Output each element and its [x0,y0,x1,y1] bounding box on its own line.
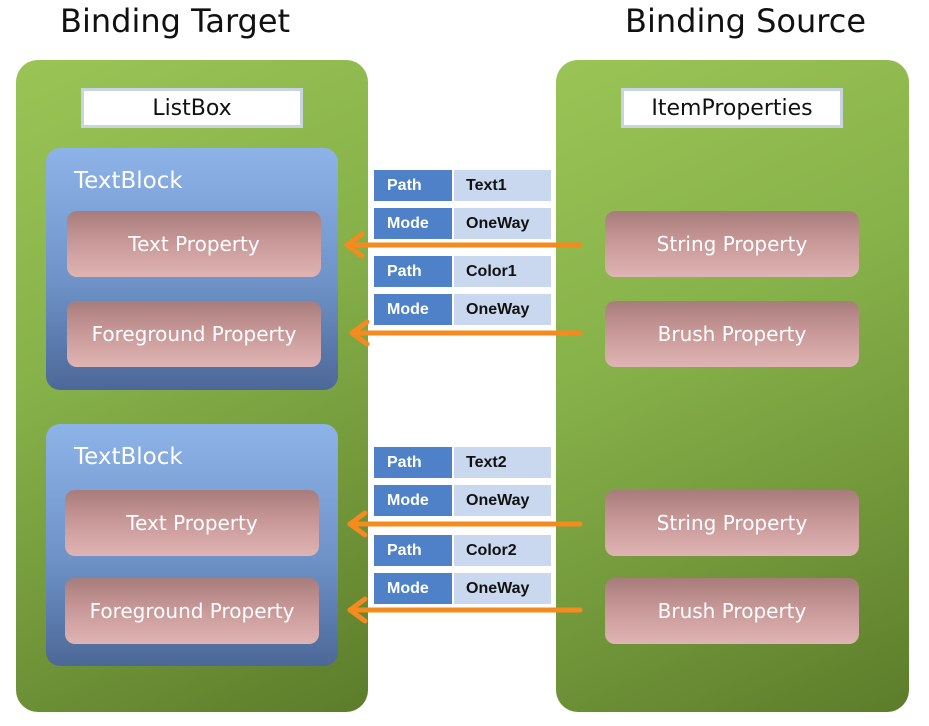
source-brush-property-1: Brush Property [605,301,859,367]
target-foreground-property-2: Foreground Property [65,578,319,644]
target-foreground-property-1: Foreground Property [67,301,321,367]
binding-mode-value: OneWay [454,208,551,239]
itemproperties-title: ItemProperties [621,88,843,128]
binding-path-label: Path [374,256,452,287]
binding-path-value: Text1 [454,170,551,201]
source-string-property-2: String Property [605,490,859,556]
binding-path-value: Color1 [454,256,551,287]
binding-mode-label: Mode [374,485,452,516]
textblock-label: TextBlock [74,444,183,470]
binding-mode-label: Mode [374,573,452,604]
binding-mode-value: OneWay [454,294,551,325]
target-text-property-1: Text Property [67,211,321,277]
binding-mode-label: Mode [374,294,452,325]
binding-target-heading: Binding Target [60,2,291,40]
binding-mode-value: OneWay [454,573,551,604]
binding-mode-label: Mode [374,208,452,239]
binding-source-heading: Binding Source [625,2,866,40]
binding-arrow-2-head [349,319,370,347]
target-text-property-2: Text Property [65,490,319,556]
binding-arrow-3-head [347,510,368,538]
binding-path-label: Path [374,170,452,201]
binding-arrow-4-head [347,596,368,624]
source-brush-property-2: Brush Property [605,578,859,644]
source-string-property-1: String Property [605,211,859,277]
binding-path-label: Path [374,447,452,478]
listbox-title: ListBox [81,88,303,128]
textblock-label: TextBlock [74,168,183,194]
binding-mode-value: OneWay [454,485,551,516]
binding-path-label: Path [374,535,452,566]
binding-path-value: Text2 [454,447,551,478]
binding-path-value: Color2 [454,535,551,566]
binding-arrow-1-head [344,231,365,259]
